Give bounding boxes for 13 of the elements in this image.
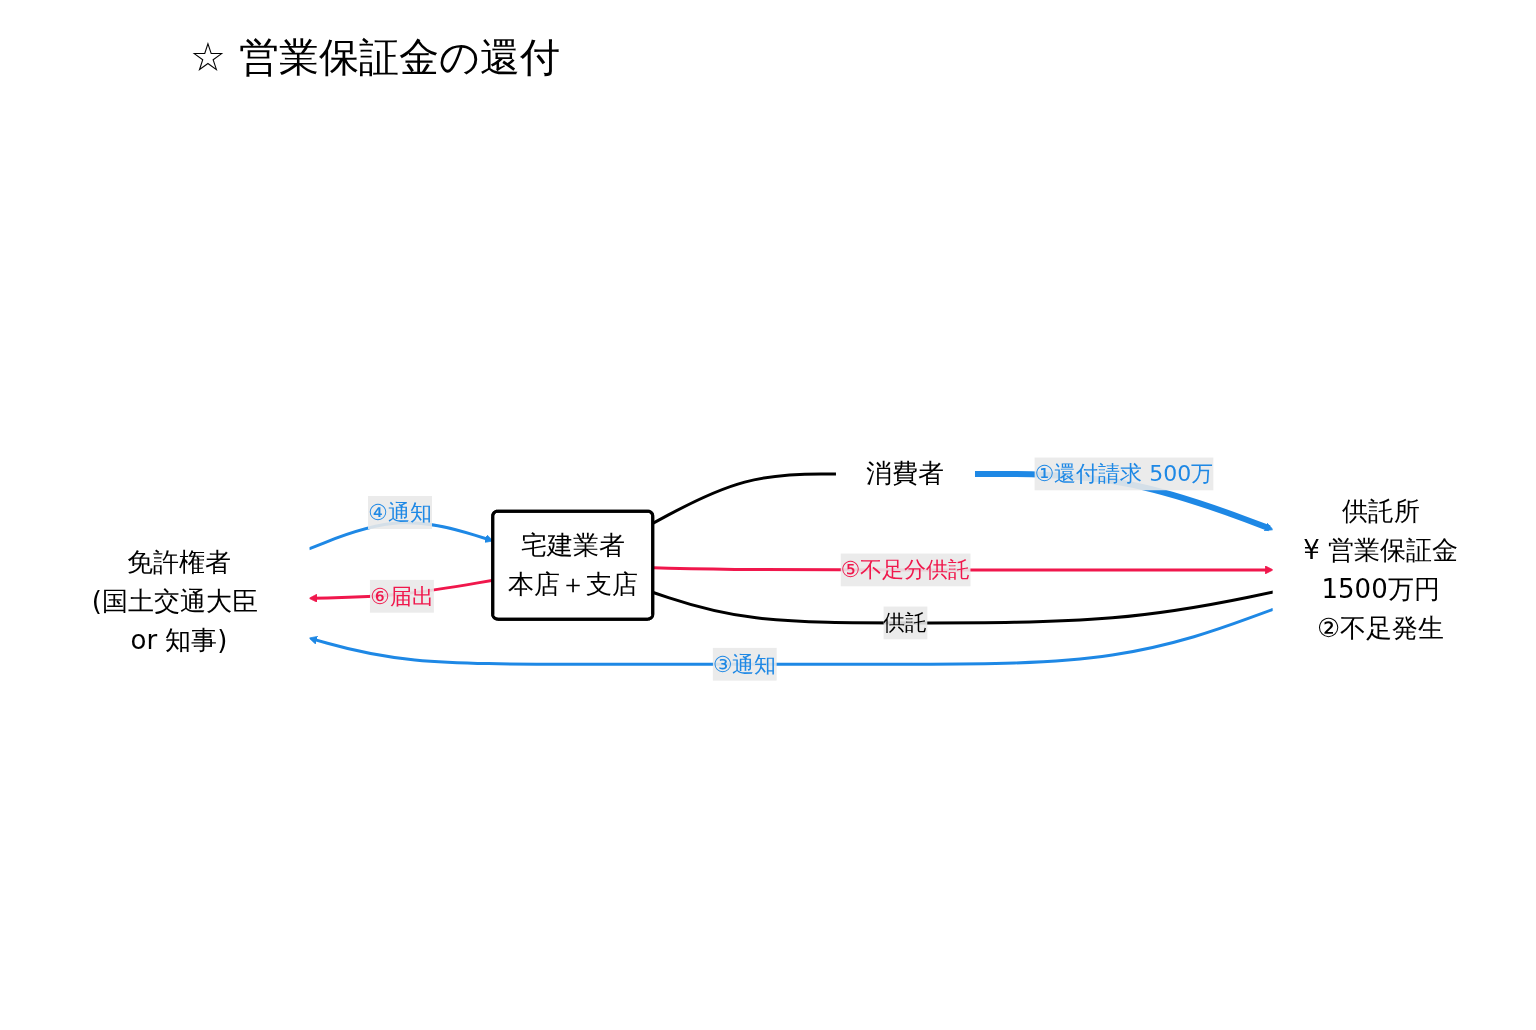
- connector: [652, 472, 836, 525]
- diagram-title: ☆ 営業保証金の還付: [189, 33, 561, 82]
- edge-label: ①還付請求 500万: [1033, 461, 1213, 487]
- edge-label: ④通知: [367, 500, 432, 526]
- node-text: 免許権者 (国土交通大臣 or 知事): [91, 546, 258, 655]
- edge-label: ⑤不足分供託: [840, 557, 970, 583]
- edge-label: ③通知: [712, 651, 776, 677]
- edge-label: 供託: [882, 610, 927, 636]
- arrow: [308, 607, 1274, 666]
- connector: [652, 590, 1273, 625]
- edge-label: ⑥届出: [369, 583, 434, 609]
- node-text: 消費者: [865, 458, 944, 489]
- node-text: 供託所 ¥ 営業保証金 1500万円 ②不足発生: [1302, 495, 1458, 643]
